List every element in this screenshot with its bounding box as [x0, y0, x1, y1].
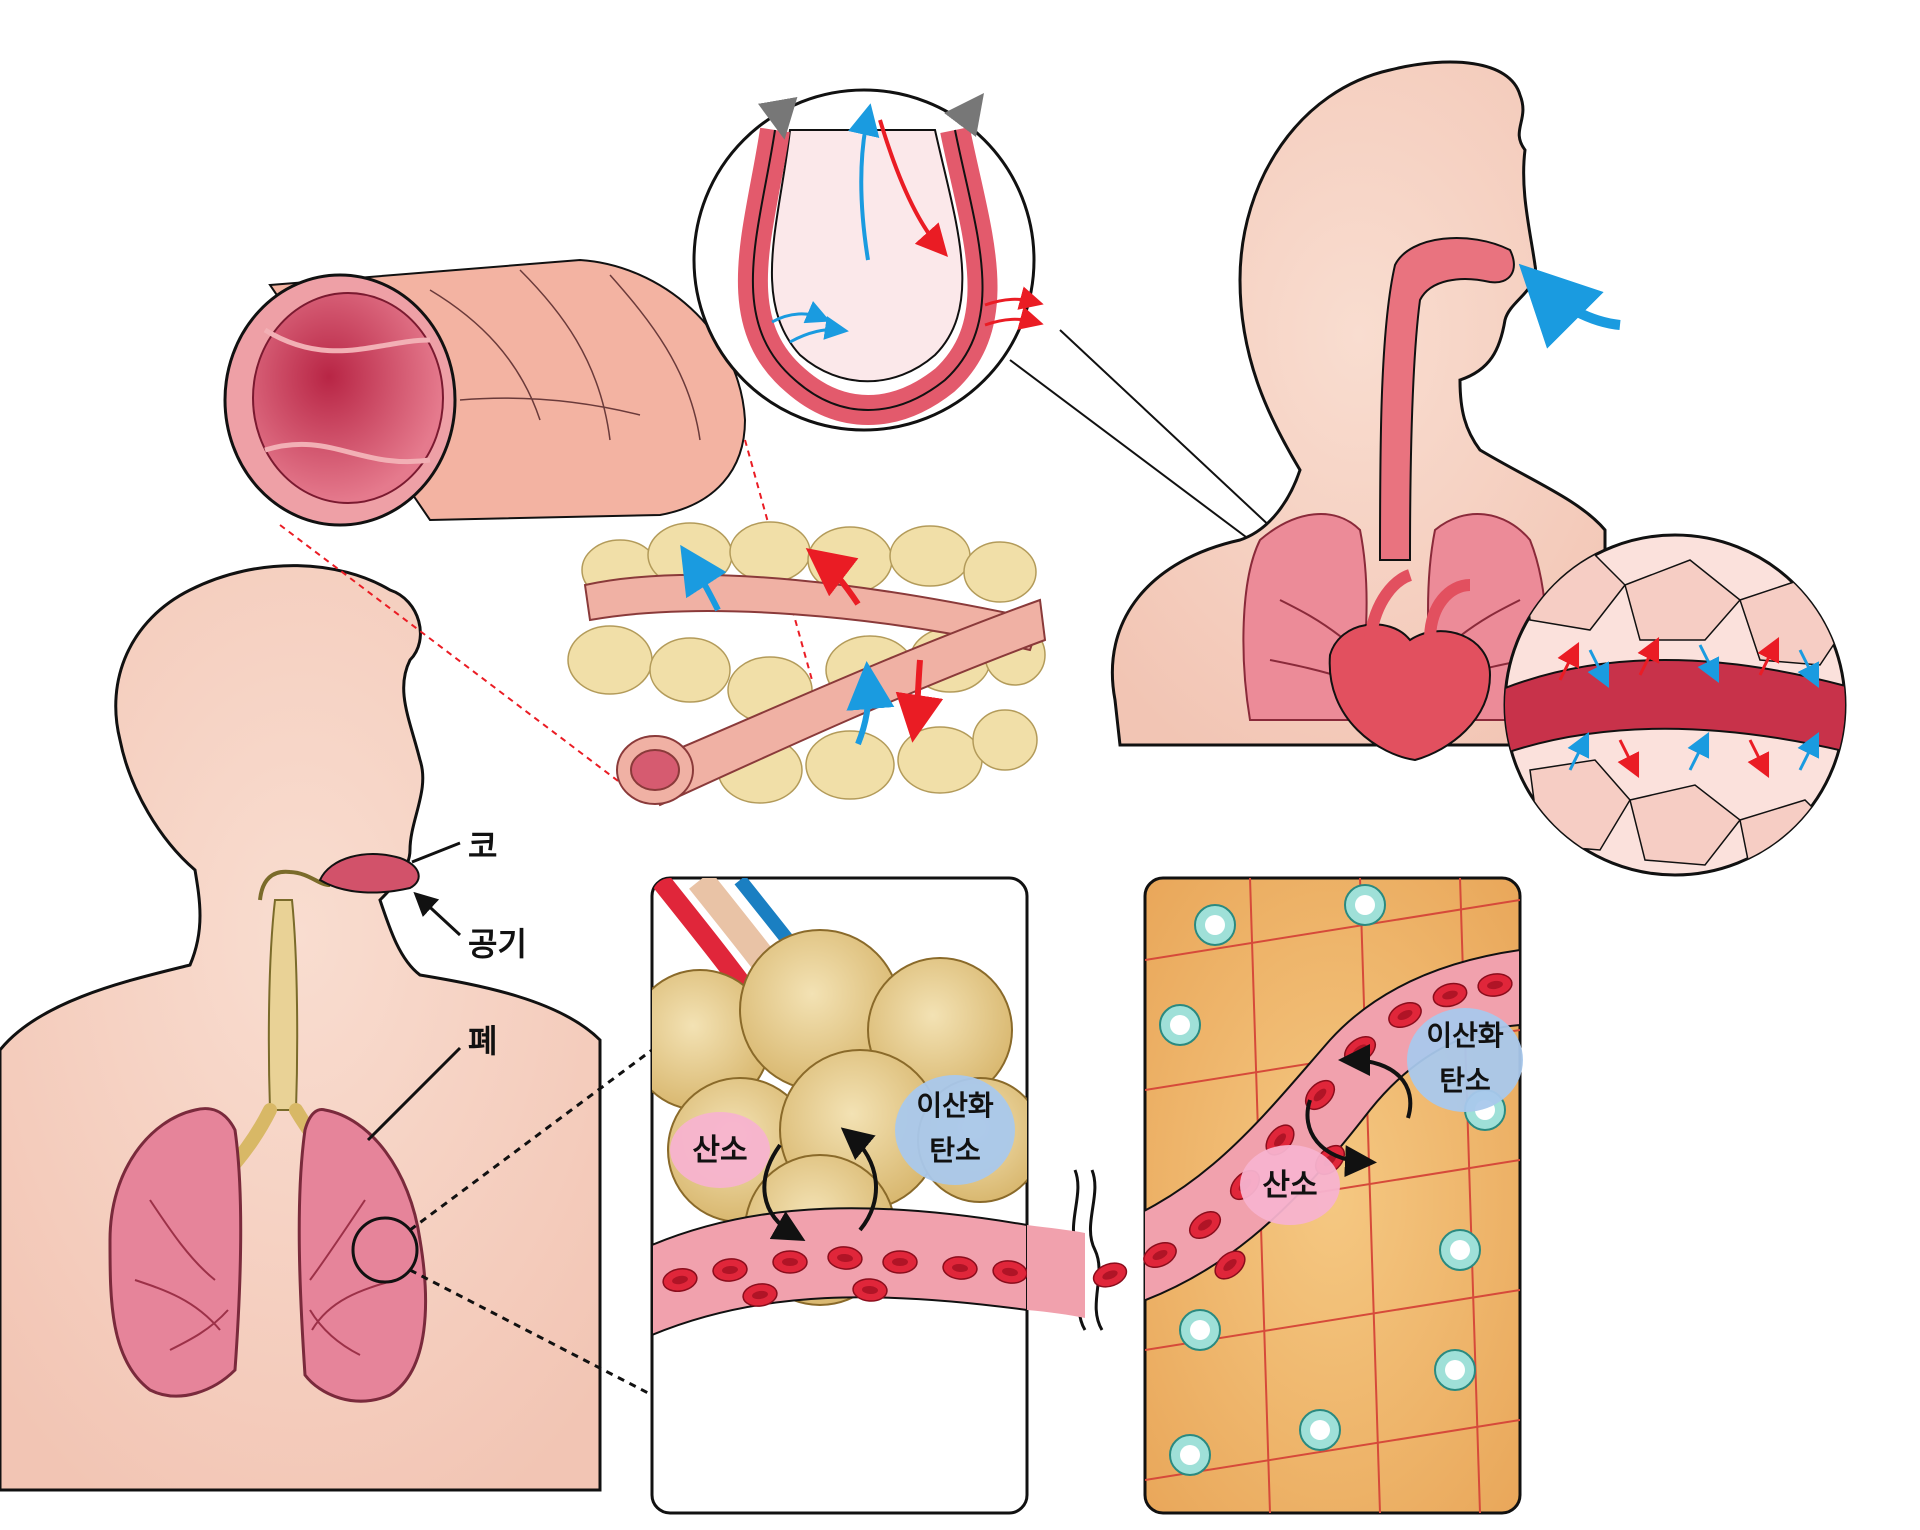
blood-cell	[827, 1246, 863, 1270]
co2-label-line1: 이산화	[1426, 1019, 1504, 1052]
tissue-exchange-panel: 산소 이산화 탄소	[1092, 876, 1523, 1515]
cell-nucleus	[1344, 884, 1386, 926]
blood-cell	[742, 1283, 778, 1307]
blood-cell	[1477, 973, 1513, 997]
cell-exchange-circle	[1503, 533, 1847, 877]
alveolus-detail-circle	[692, 88, 1291, 556]
blood-cell	[712, 1258, 748, 1282]
alveoli-cluster	[567, 521, 1047, 807]
nasal-cavity	[318, 853, 420, 894]
label-air: 공기	[468, 925, 527, 963]
co2-bubble	[895, 1075, 1015, 1185]
blood-cell	[1432, 982, 1468, 1008]
alveolus-exchange-panel: 산소 이산화 탄소	[650, 876, 1029, 1515]
oxygen-label: 산소	[692, 1133, 747, 1168]
blood-cell	[1188, 1210, 1222, 1240]
cell-nucleus	[1159, 1004, 1201, 1046]
blood-cell	[992, 1260, 1028, 1284]
cell-nucleus	[1299, 1409, 1341, 1451]
blood-cell	[1388, 1001, 1422, 1029]
blood-cell	[882, 1250, 918, 1274]
label-nose: 코	[468, 827, 497, 865]
blood-cell	[1092, 1262, 1128, 1288]
bronchiole-tube	[223, 258, 813, 791]
oxygen-label: 산소	[1262, 1168, 1317, 1203]
zoom-circle-lung	[351, 1216, 419, 1284]
cell-nucleus	[1434, 1349, 1476, 1391]
co2-bubble	[1407, 1008, 1523, 1112]
blood-cell	[942, 1256, 978, 1280]
blood-cell	[852, 1278, 888, 1302]
air-intake-arrow	[1518, 263, 1621, 349]
blood-cell	[1143, 1241, 1177, 1269]
co2-label-line1: 이산화	[916, 1089, 994, 1122]
human-figure-left: 코 공기 폐	[0, 564, 653, 1492]
cell-nucleus	[1179, 1309, 1221, 1351]
co2-label-line2: 탄소	[1439, 1064, 1491, 1097]
oxygen-bubble	[670, 1112, 770, 1188]
cell-nucleus	[1194, 904, 1236, 946]
label-lung: 폐	[468, 1022, 497, 1060]
tissue-cell-nuclei	[1159, 884, 1506, 1476]
oxygen-bubble	[1240, 1145, 1340, 1225]
co2-label-line2: 탄소	[929, 1134, 981, 1167]
blood-cell	[662, 1268, 698, 1292]
cell-nucleus	[1439, 1229, 1481, 1271]
lungs-left-figure	[108, 1107, 428, 1403]
heart	[1328, 623, 1492, 762]
blood-cell	[772, 1250, 808, 1274]
alveolus-blood-cells	[662, 1246, 1028, 1307]
cell-nucleus	[1169, 1434, 1211, 1476]
human-figure-right	[1110, 60, 1621, 762]
blood-cell	[1214, 1250, 1246, 1280]
